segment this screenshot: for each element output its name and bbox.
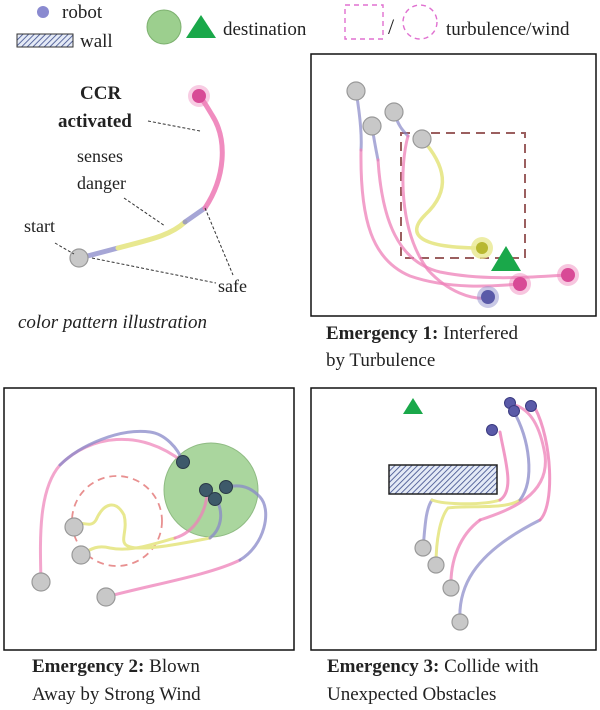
panel-3-destination <box>403 398 423 414</box>
panel-emergency-1: Emergency 1: Interfered by Turbulence <box>310 53 597 371</box>
ccr-label-line1: CCR <box>80 83 121 104</box>
trajectory-ccr-segment <box>196 93 225 211</box>
panel-2-end-robot <box>219 480 233 494</box>
panel-1-caption-rest: Interfered <box>438 323 518 344</box>
ccr-label-line2: activated <box>58 111 132 132</box>
turbulence-zone <box>400 132 526 259</box>
start-robot <box>69 248 89 268</box>
panel-emergency-3: Emergency 3: Collide with Unexpected Obs… <box>310 387 597 705</box>
leader-lines <box>54 120 234 284</box>
legend-destination-triangle <box>186 15 216 38</box>
panel-1-end-robot-ccr <box>561 268 575 282</box>
panel-3-start-robot <box>442 579 460 597</box>
panel-3-caption-line1: Emergency 3: Collide with <box>327 656 539 677</box>
trajectory-safe-segment-2 <box>182 205 208 225</box>
panel-1-start-robot <box>362 116 382 136</box>
panel-1-end-robot-danger <box>476 242 488 254</box>
panel-3-start-robot <box>427 556 445 574</box>
panel-2-caption-bold: Emergency 2: <box>32 656 144 677</box>
color-pattern-illustration: CCR activated senses danger start safe c… <box>18 83 247 333</box>
panel-1-caption-line1: Emergency 1: Interfered <box>326 323 519 344</box>
panel-1-start-robot <box>412 129 432 149</box>
panel-2-caption-line1: Emergency 2: Blown <box>32 656 200 677</box>
illustration-caption: color pattern illustration <box>18 312 207 333</box>
panel-2-caption-line2: Away by Strong Wind <box>32 684 201 705</box>
wind-zone <box>71 475 163 567</box>
legend-robot-label: robot <box>62 2 103 23</box>
senses-label-line1: senses <box>77 146 123 166</box>
panel-3-start-robot <box>451 613 469 631</box>
panel-1-start-robot <box>346 81 366 101</box>
legend-turbulence-wind-label: turbulence/wind <box>446 19 570 40</box>
legend-destination-label: destination <box>223 19 307 40</box>
panel-1-start-robot <box>384 102 404 122</box>
panel-3-end-robot <box>508 405 520 417</box>
legend-wind-marker <box>402 4 438 40</box>
panel-1-caption-line2: by Turbulence <box>326 350 435 371</box>
trajectory-danger-segment <box>115 219 188 251</box>
wall-obstacle <box>388 464 498 495</box>
legend-separator: / <box>388 14 395 39</box>
panel-2-trajectories <box>38 429 268 599</box>
panel-2-end-robot <box>199 483 213 497</box>
panel-3-start-robot <box>414 539 432 557</box>
panel-emergency-2: Emergency 2: Blown Away by Strong Wind <box>3 387 295 705</box>
panel-2-end-robot <box>208 492 222 506</box>
end-robot <box>192 89 206 103</box>
panel-2-caption-rest: Blown <box>144 656 200 677</box>
panel-1-trajectories <box>354 89 570 300</box>
panel-3-frame <box>310 387 597 651</box>
panel-3-end-robot <box>486 424 498 436</box>
safe-label: safe <box>218 276 247 296</box>
legend-destination-zone-marker <box>146 9 182 45</box>
panel-3-end-robot <box>525 400 537 412</box>
senses-label-line2: danger <box>77 173 126 193</box>
legend-robot-marker <box>37 6 49 18</box>
panel-2-start-robot <box>71 545 91 565</box>
panel-3-caption-rest: Collide with <box>439 656 539 677</box>
start-label: start <box>24 216 55 236</box>
panel-2-frame <box>3 387 295 651</box>
legend: robot wall destination / turbulence/wind <box>16 2 570 52</box>
legend-turbulence-marker <box>344 4 384 40</box>
panel-3-caption-bold: Emergency 3: <box>327 656 439 677</box>
panel-1-destination <box>491 246 521 271</box>
panel-3-caption-line2: Unexpected Obstacles <box>327 684 496 705</box>
legend-wall-label: wall <box>80 31 113 52</box>
panel-1-end-robot-ccr <box>513 277 527 291</box>
legend-wall-marker <box>16 33 74 48</box>
panel-2-start-robot <box>31 572 51 592</box>
panel-1-caption-bold: Emergency 1: <box>326 323 438 344</box>
panel-2-start-robot <box>96 587 116 607</box>
panel-2-end-robot <box>176 455 190 469</box>
panel-1-end-robot-safe <box>481 290 495 304</box>
panel-2-start-robot <box>64 517 84 537</box>
